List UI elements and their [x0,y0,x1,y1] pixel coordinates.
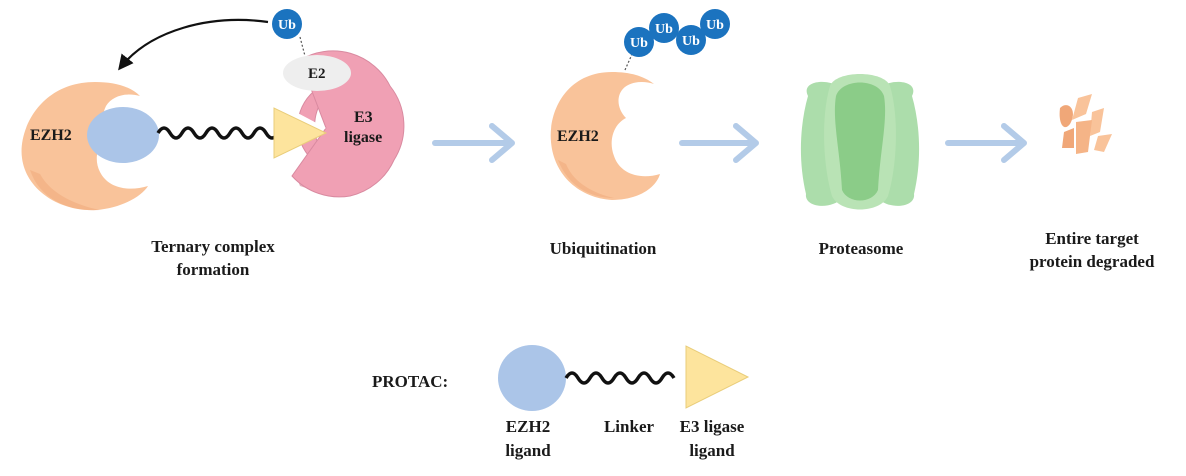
ub-label-4: Ub [706,18,724,33]
ubiquitination-caption: Ubiquitination [550,239,657,258]
ezh2-label-2: EZH2 [557,128,599,145]
ub-transfer-arrow [118,18,269,71]
ezh2-ligand-shape [87,107,159,163]
process-arrow-2 [679,123,759,163]
protac-legend: PROTAC: EZH2 ligand Linker E3 ligase lig… [372,345,750,460]
legend-ezh2-label-line1: EZH2 [506,417,550,436]
process-arrow-1 [432,123,515,163]
ternary-caption-line1: Ternary complex [151,237,275,256]
e3-label-line1: E3 [354,109,373,126]
ub-label: Ub [278,18,296,33]
legend-e3-ligand-shape [685,345,750,409]
ub-icon-2 [649,13,679,43]
e2-shape [283,55,351,91]
ternary-complex: EZH2 E2 E3 ligase Ub Ternary complex for… [21,9,405,279]
degraded-caption-line2: protein degraded [1030,252,1155,271]
ezh2-shape-ubiquitinated [550,72,660,200]
ub-label-3: Ub [682,34,700,49]
legend-linker-shape [564,371,676,385]
protac-title: PROTAC: [372,372,448,391]
legend-ezh2-label-line2: ligand [505,441,551,460]
ubiquitination-stage: EZH2 Ub Ub Ub Ub Ubiquitination [550,9,730,258]
ub-icon-4 [700,9,730,39]
ub-icon-1 [624,27,654,57]
legend-linker-label: Linker [604,417,655,436]
ub-icon-3 [676,25,706,55]
legend-e3-label-line1: E3 ligase [680,417,745,436]
e3-label-line2: ligase [344,129,382,146]
proteasome-stage: Proteasome [800,74,920,258]
ternary-caption-line2: formation [177,260,250,279]
legend-ezh2-ligand-shape [498,345,566,411]
degraded-fragments [1059,94,1112,154]
process-arrow-3 [945,123,1027,163]
degraded-caption-line1: Entire target [1045,229,1139,248]
e2-label: E2 [308,66,326,82]
linker-shape [156,126,280,140]
ezh2-shape [21,82,148,211]
ub-label-1: Ub [630,36,648,51]
legend-e3-label-line2: ligand [689,441,735,460]
proteasome-shape [800,74,920,210]
ub-label-2: Ub [655,22,673,37]
ub-icon [272,9,302,39]
e3-ligand-shape [273,107,328,159]
ezh2-label: EZH2 [30,127,72,144]
proteasome-caption: Proteasome [819,239,904,258]
